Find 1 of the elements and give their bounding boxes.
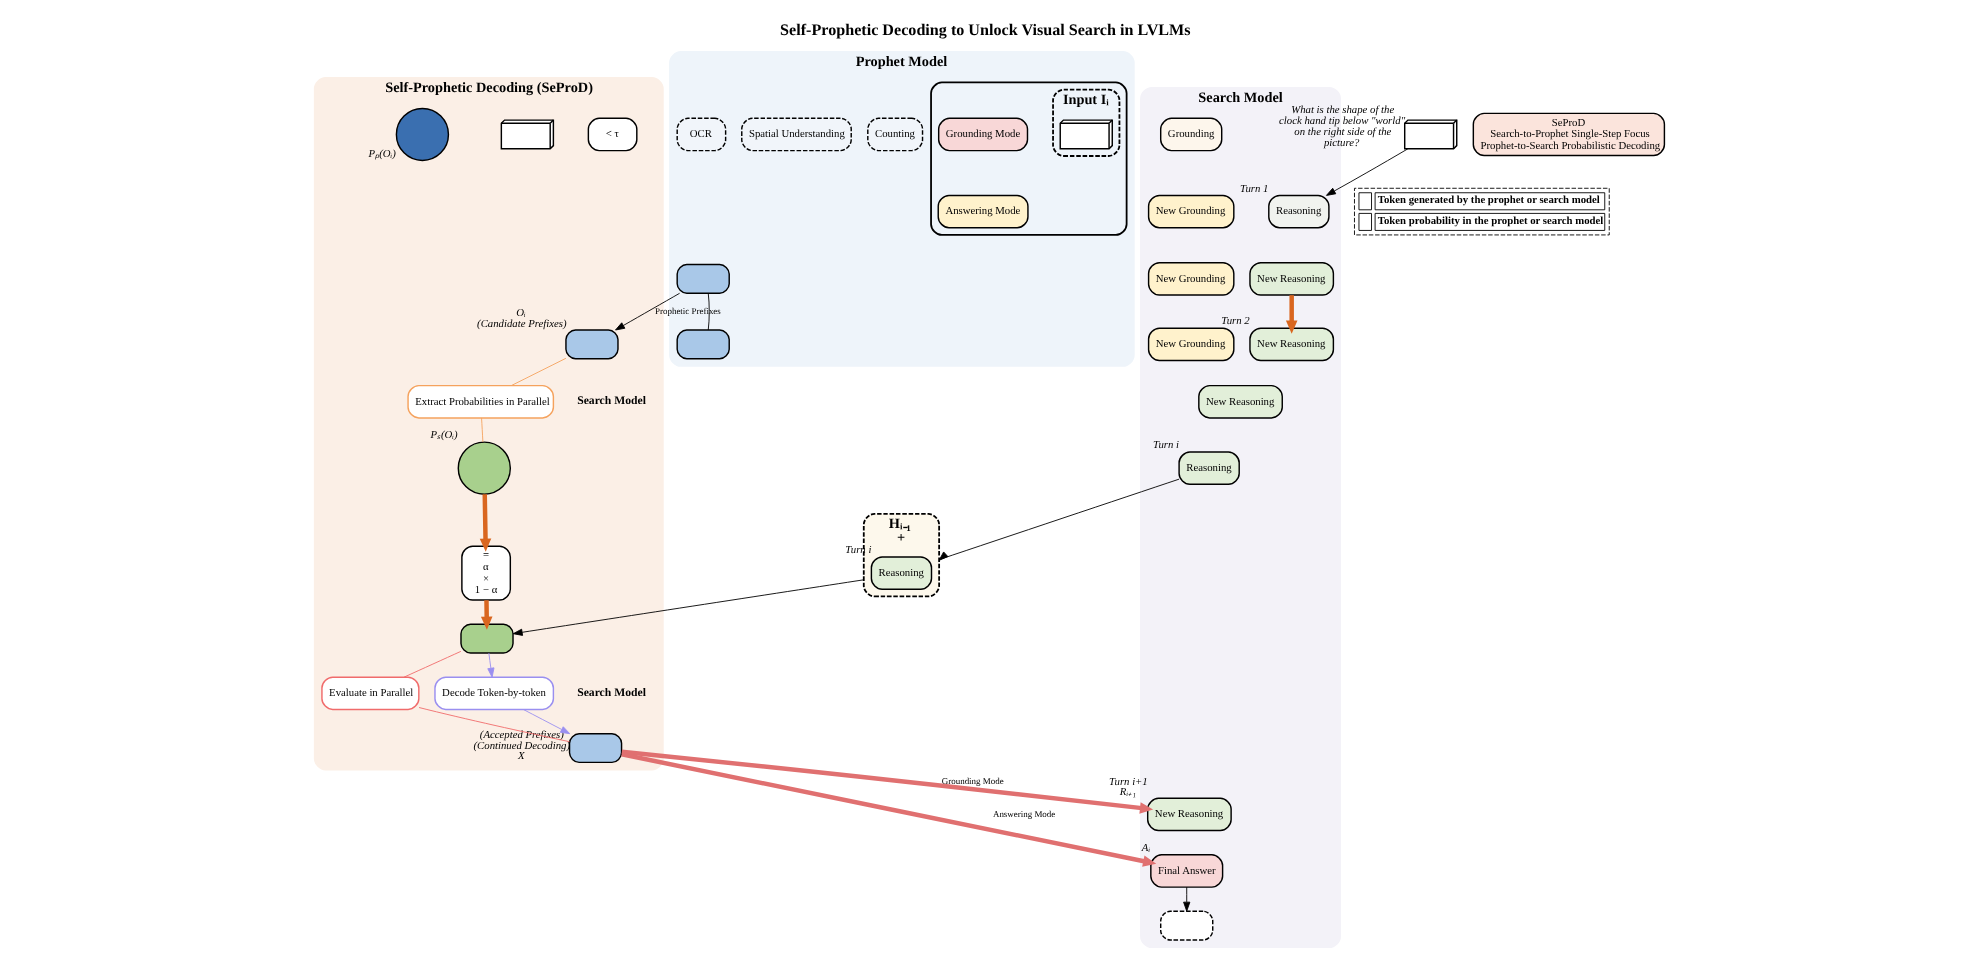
diagram-title: Self-Prophetic Decoding to Unlock Visual Search in LVLMs	[779, 21, 1190, 40]
